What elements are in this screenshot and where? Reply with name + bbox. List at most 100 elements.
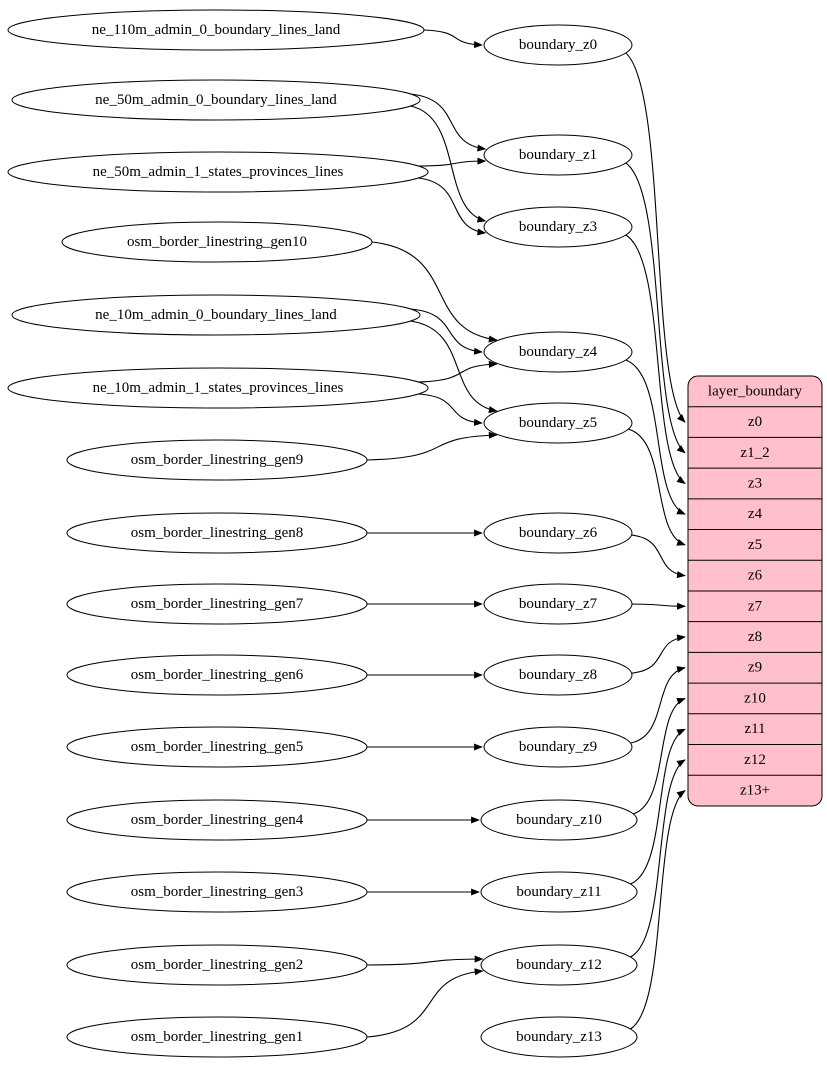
table-row-label-z5: z5 <box>748 537 762 553</box>
edge-ne_50m_admin_1_states_provinces_lines--boundary_z3 <box>418 177 487 236</box>
node-boundary_z12: boundary_z12 <box>480 944 638 986</box>
node-osm_border_linestring_gen10: osm_border_linestring_gen10 <box>61 221 373 263</box>
node-label-boundary_z4: boundary_z4 <box>519 344 598 360</box>
node-shape-osm_border_linestring_gen2 <box>66 944 368 986</box>
node-shape-osm_border_linestring_gen10 <box>61 221 373 263</box>
node-boundary_z9: boundary_z9 <box>483 726 633 768</box>
node-shape-boundary_z8 <box>483 654 633 696</box>
node-label-boundary_z11: boundary_z11 <box>516 884 601 900</box>
node-shape-osm_border_linestring_gen7 <box>66 583 368 625</box>
node-shape-osm_border_linestring_gen5 <box>66 726 368 768</box>
node-osm_border_linestring_gen5: osm_border_linestring_gen5 <box>66 726 368 768</box>
node-boundary_z10: boundary_z10 <box>480 799 638 841</box>
node-label-ne_50m_admin_1_states_provinces_lines: ne_50m_admin_1_states_provinces_lines <box>93 164 344 180</box>
node-label-osm_border_linestring_gen1: osm_border_linestring_gen1 <box>131 1029 303 1045</box>
table-row-label-z4: z4 <box>748 506 763 522</box>
node-shape-ne_10m_admin_1_states_provinces_lines <box>7 367 429 409</box>
node-shape-boundary_z3 <box>483 206 633 248</box>
table-row-label-z7: z7 <box>748 598 763 614</box>
node-osm_border_linestring_gen6: osm_border_linestring_gen6 <box>66 654 368 696</box>
node-shape-ne_10m_admin_0_boundary_lines_land <box>11 294 421 336</box>
node-label-boundary_z1: boundary_z1 <box>519 147 597 163</box>
edge-boundary_z3--row-z3 <box>625 234 686 485</box>
edges-layer <box>366 29 686 1038</box>
node-label-boundary_z12: boundary_z12 <box>516 957 602 973</box>
node-shape-ne_50m_admin_1_states_provinces_lines <box>7 151 429 193</box>
edge-boundary_z12--row-z12 <box>630 759 686 958</box>
edge-ne_50m_admin_1_states_provinces_lines--boundary_z1 <box>418 157 487 167</box>
node-label-ne_110m_admin_0_boundary_lines_land: ne_110m_admin_0_boundary_lines_land <box>92 22 341 38</box>
node-boundary_z5: boundary_z5 <box>483 402 633 444</box>
node-ne_10m_admin_1_states_provinces_lines: ne_10m_admin_1_states_provinces_lines <box>7 367 429 409</box>
node-label-boundary_z0: boundary_z0 <box>519 37 597 53</box>
node-shape-osm_border_linestring_gen1 <box>66 1016 368 1058</box>
node-label-osm_border_linestring_gen9: osm_border_linestring_gen9 <box>131 452 303 468</box>
edge-boundary_z9--row-z9 <box>630 666 686 744</box>
table-row-label-z9: z9 <box>748 660 762 676</box>
node-label-osm_border_linestring_gen6: osm_border_linestring_gen6 <box>131 667 304 683</box>
node-shape-boundary_z1 <box>483 134 633 176</box>
table-row-label-z0: z0 <box>748 414 762 430</box>
edge-boundary_z10--row-z10 <box>633 697 686 815</box>
node-boundary_z6: boundary_z6 <box>483 512 633 554</box>
node-label-boundary_z9: boundary_z9 <box>519 739 597 755</box>
edge-osm_border_linestring_gen2--boundary_z12 <box>366 955 484 966</box>
table-row-label-z11: z11 <box>744 721 765 737</box>
table-row-label-z3: z3 <box>748 475 762 491</box>
node-label-boundary_z6: boundary_z6 <box>519 525 598 541</box>
edge-ne_10m_admin_1_states_provinces_lines--boundary_z5 <box>418 393 483 426</box>
node-shape-ne_50m_admin_0_boundary_lines_land <box>11 79 421 121</box>
node-shape-boundary_z6 <box>483 512 633 554</box>
edge-boundary_z7--row-z7 <box>631 602 686 610</box>
node-boundary_z7: boundary_z7 <box>483 583 633 625</box>
node-label-osm_border_linestring_gen7: osm_border_linestring_gen7 <box>131 596 304 612</box>
node-osm_border_linestring_gen9: osm_border_linestring_gen9 <box>66 439 368 481</box>
table-row-label-z1_2: z1_2 <box>740 445 769 461</box>
edge-osm_border_linestring_gen9--boundary_z5 <box>366 431 498 461</box>
node-label-osm_border_linestring_gen3: osm_border_linestring_gen3 <box>131 884 303 900</box>
node-label-boundary_z5: boundary_z5 <box>519 415 597 431</box>
node-shape-boundary_z13 <box>480 1016 638 1058</box>
node-shape-osm_border_linestring_gen3 <box>66 871 368 913</box>
edge-osm_border_linestring_gen1--boundary_z12 <box>366 968 484 1038</box>
node-osm_border_linestring_gen4: osm_border_linestring_gen4 <box>66 799 368 841</box>
node-shape-boundary_z11 <box>480 871 638 913</box>
node-boundary_z0: boundary_z0 <box>483 24 633 66</box>
node-boundary_z11: boundary_z11 <box>480 871 638 913</box>
node-shape-osm_border_linestring_gen9 <box>66 439 368 481</box>
node-shape-boundary_z9 <box>483 726 633 768</box>
edge-ne_50m_admin_0_boundary_lines_land--boundary_z3 <box>410 105 487 223</box>
node-shape-boundary_z10 <box>480 799 638 841</box>
node-boundary_z4: boundary_z4 <box>483 331 633 373</box>
node-label-boundary_z10: boundary_z10 <box>516 812 602 828</box>
edge-ne_50m_admin_0_boundary_lines_land--boundary_z1 <box>410 93 487 152</box>
node-label-osm_border_linestring_gen8: osm_border_linestring_gen8 <box>131 525 303 541</box>
table-row-label-z10: z10 <box>744 690 766 706</box>
table-row-label-z13+: z13+ <box>740 783 770 799</box>
node-ne_110m_admin_0_boundary_lines_land: ne_110m_admin_0_boundary_lines_land <box>7 9 425 51</box>
table-layer_boundary: layer_boundaryz0z1_2z3z4z5z6z7z8z9z10z11… <box>687 375 823 807</box>
node-boundary_z3: boundary_z3 <box>483 206 633 248</box>
edge-ne_10m_admin_0_boundary_lines_land--boundary_z5 <box>410 320 498 414</box>
nodes-layer: ne_110m_admin_0_boundary_lines_land ne_50… <box>7 9 638 1058</box>
node-label-boundary_z8: boundary_z8 <box>519 667 597 683</box>
node-boundary_z8: boundary_z8 <box>483 654 633 696</box>
node-shape-boundary_z0 <box>483 24 633 66</box>
node-osm_border_linestring_gen3: osm_border_linestring_gen3 <box>66 871 368 913</box>
edge-ne_10m_admin_0_boundary_lines_land--boundary_z4 <box>410 308 483 355</box>
edge-boundary_z8--row-z8 <box>631 634 686 674</box>
node-shape-boundary_z5 <box>483 402 633 444</box>
node-osm_border_linestring_gen1: osm_border_linestring_gen1 <box>66 1016 368 1058</box>
node-label-ne_50m_admin_0_boundary_lines_land: ne_50m_admin_0_boundary_lines_land <box>95 92 337 108</box>
edge-boundary_z13--row-z13+ <box>630 790 686 1030</box>
node-label-boundary_z7: boundary_z7 <box>519 596 598 612</box>
node-osm_border_linestring_gen2: osm_border_linestring_gen2 <box>66 944 368 986</box>
node-label-osm_border_linestring_gen4: osm_border_linestring_gen4 <box>131 812 304 828</box>
edge-ne_110m_admin_0_boundary_lines_land--boundary_z0 <box>423 29 483 49</box>
node-shape-ne_110m_admin_0_boundary_lines_land <box>7 9 425 51</box>
edge-boundary_z5--row-z5 <box>628 428 686 546</box>
node-ne_50m_admin_1_states_provinces_lines: ne_50m_admin_1_states_provinces_lines <box>7 151 429 193</box>
table-row-label-z12: z12 <box>744 752 766 768</box>
